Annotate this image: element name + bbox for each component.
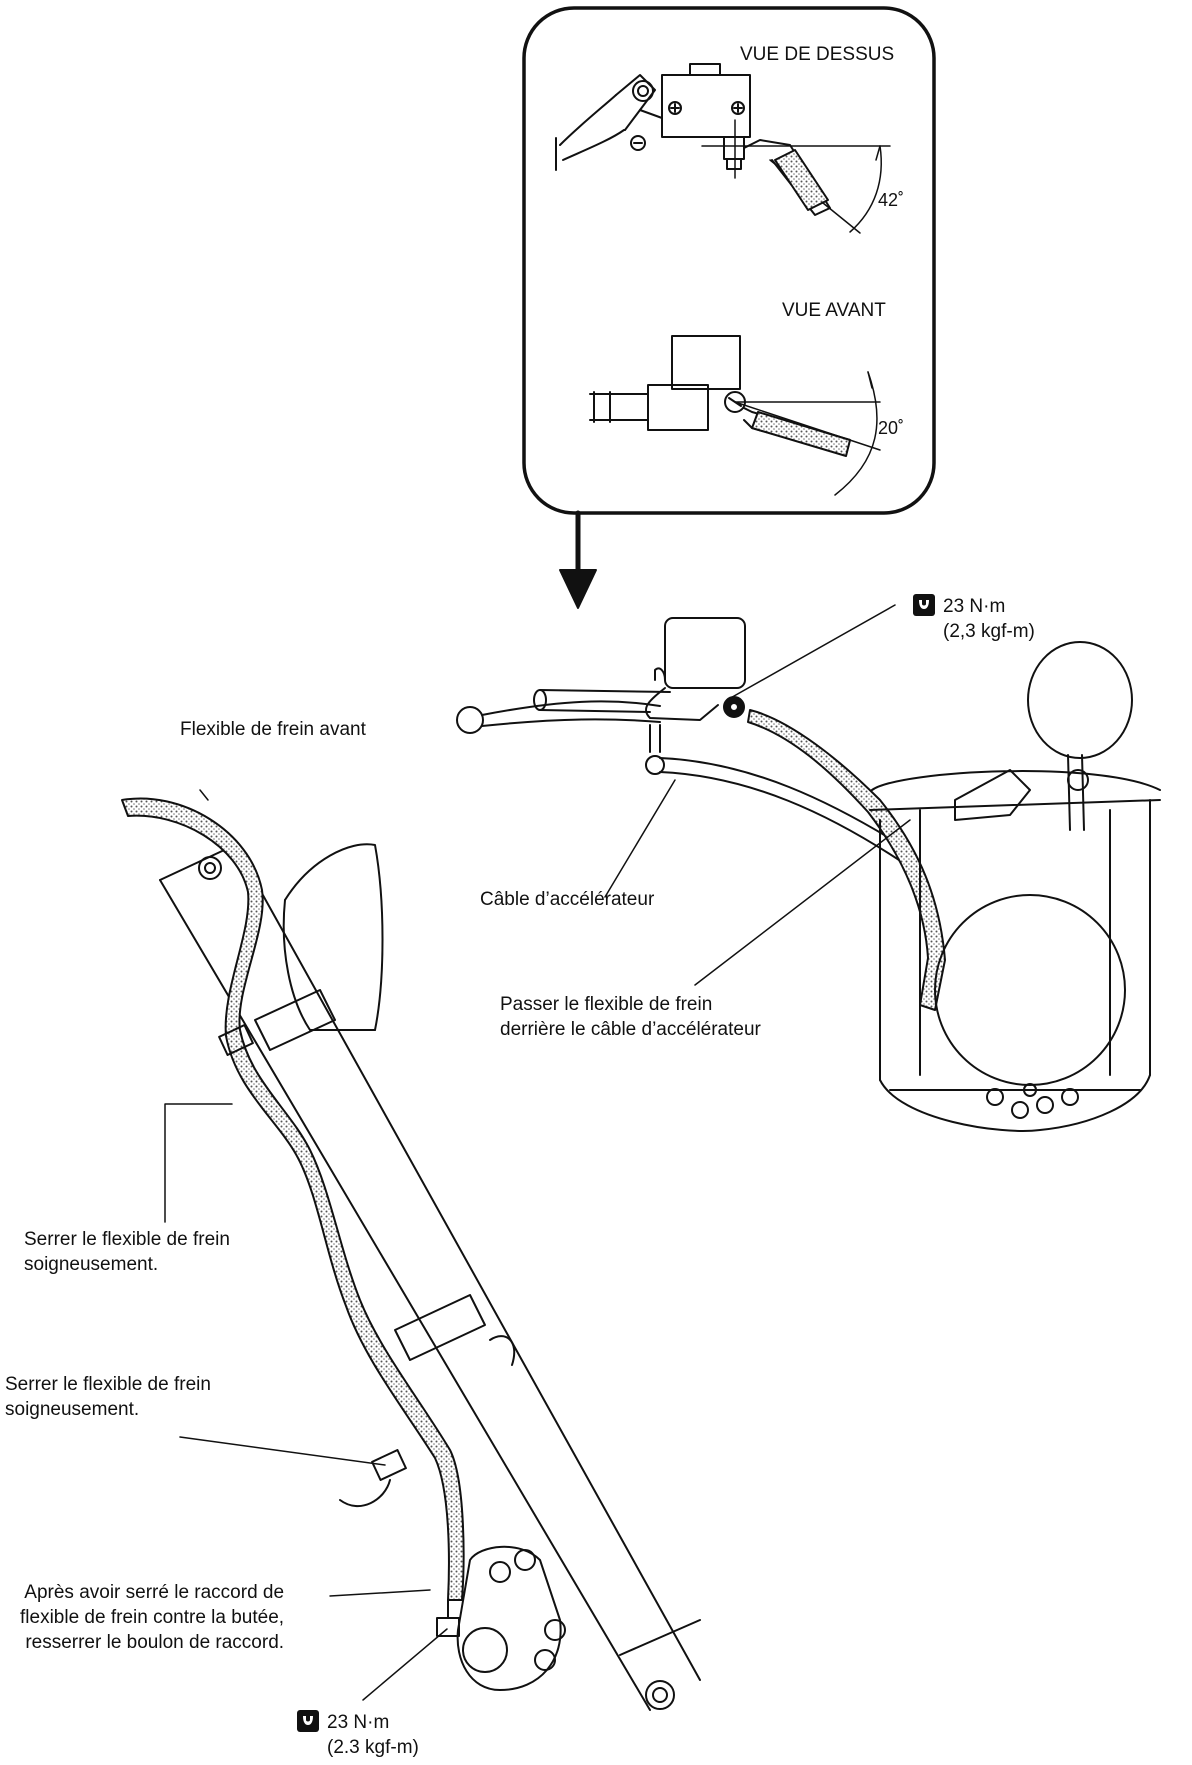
- leader-throttle-cable: [604, 779, 676, 898]
- headlight: [282, 843, 384, 1031]
- leader-torque-bottom: [362, 1628, 448, 1701]
- front-fork-leg: [159, 844, 701, 1711]
- torque-bottom-value: 23 N·m: [327, 1712, 390, 1733]
- torque-wrench-icon: [297, 1710, 319, 1732]
- torque-bottom-alt: (2.3 kgf-m): [327, 1737, 419, 1758]
- label-union-line3: resserrer le boulon de raccord.: [25, 1632, 285, 1653]
- brake-lever: [456, 700, 661, 734]
- front-view-hose-fitting: [751, 411, 851, 457]
- label-union-line1: Après avoir serré le raccord de: [24, 1582, 285, 1603]
- leader-union: [329, 1589, 431, 1597]
- torque-top-value: 23 N·m: [943, 596, 1006, 617]
- label-union: Après avoir serré le raccord de flexible…: [20, 1580, 284, 1655]
- leader-torque-top: [726, 604, 896, 701]
- handlebar: [533, 667, 671, 713]
- label-clamp-1-line2: soigneusement.: [24, 1254, 159, 1275]
- label-front-brake-hose: Flexible de frein avant: [180, 719, 366, 740]
- label-clamp-1-line1: Serrer le flexible de frein: [24, 1229, 230, 1250]
- label-route-hose-line2: derrière le câble d’accélérateur: [500, 1019, 761, 1040]
- front-view-angle: 20˚: [878, 418, 905, 438]
- hose-clamps: [218, 1024, 407, 1481]
- front-brake-master-cylinder: [645, 617, 746, 721]
- top-view-title: VUE DE DESSUS: [740, 44, 895, 65]
- upper-brake-hose: [747, 709, 946, 1011]
- brake-caliper: [436, 1545, 566, 1691]
- label-clamp-1: Serrer le flexible de frein soigneusemen…: [24, 1227, 230, 1277]
- detail-inset-frame: [522, 6, 936, 515]
- torque-top-alt: (2,3 kgf-m): [943, 621, 1035, 642]
- top-view-angle: 42˚: [878, 190, 905, 210]
- front-view-title: VUE AVANT: [782, 300, 886, 321]
- leader-front-brake-hose: [199, 789, 209, 801]
- label-throttle-cable: Câble d’accélérateur: [480, 889, 655, 910]
- label-union-line2: flexible de frein contre la butée,: [20, 1607, 285, 1628]
- lower-brake-hose: [121, 797, 465, 1601]
- top-view-hose-fitting: [774, 149, 829, 211]
- front-view-drawing: [589, 335, 881, 496]
- leader-clamp2: [179, 1436, 386, 1466]
- label-clamp-2: Serrer le flexible de frein soigneusemen…: [5, 1372, 211, 1422]
- label-clamp-2-line1: Serrer le flexible de frein: [5, 1374, 211, 1395]
- label-route-hose: Passer le flexible de frein derrière le …: [500, 992, 761, 1042]
- leader-route-hose: [694, 819, 911, 986]
- leader-clamp1: [164, 1103, 233, 1223]
- triple-clamp-and-fork-tops: [869, 641, 1161, 1132]
- label-route-hose-line1: Passer le flexible de frein: [500, 994, 713, 1015]
- torque-spec-bottom: 23 N·m (2.3 kgf-m): [297, 1710, 419, 1760]
- label-clamp-2-line2: soigneusement.: [5, 1399, 140, 1420]
- torque-wrench-icon: [913, 594, 935, 616]
- torque-spec-top: 23 N·m (2,3 kgf-m): [913, 594, 1035, 644]
- top-view-drawing: [555, 63, 891, 234]
